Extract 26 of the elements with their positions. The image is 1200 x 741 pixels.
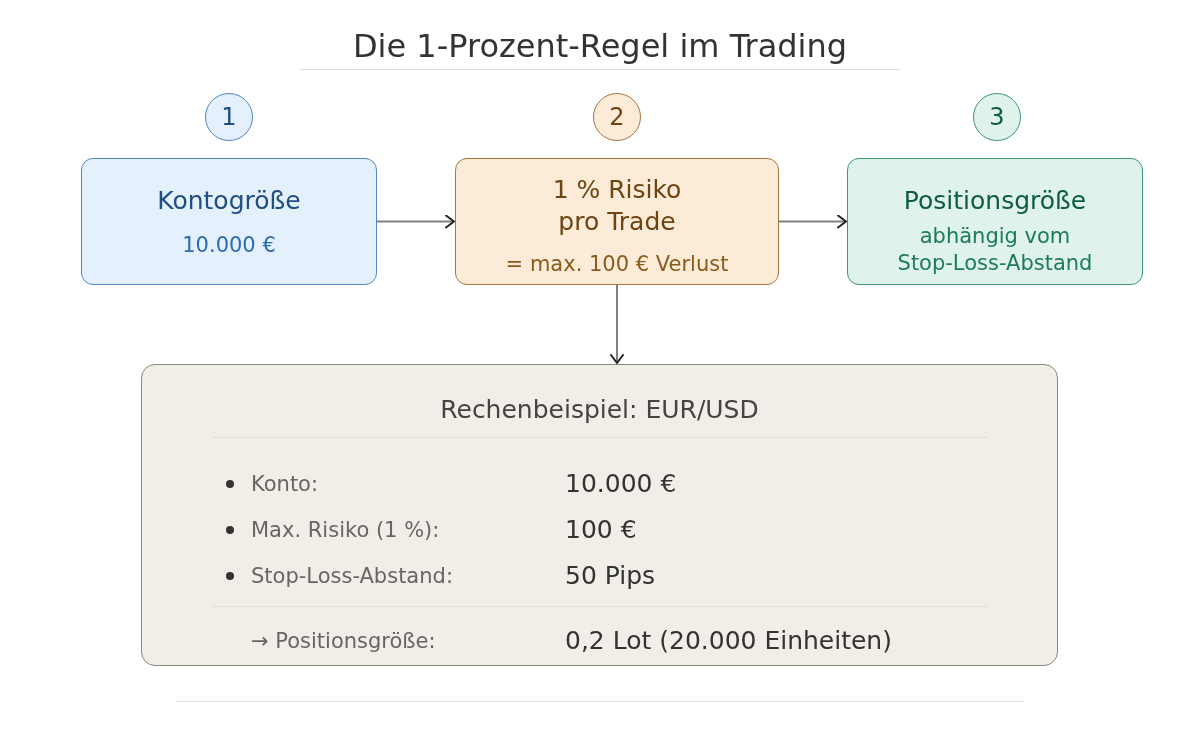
example-panel bbox=[141, 364, 1058, 666]
process-box bbox=[81, 158, 377, 285]
row-label: Stop-Loss-Abstand: bbox=[251, 563, 453, 589]
arrow bbox=[376, 214, 455, 229]
box-note: 10.000 € bbox=[182, 233, 276, 258]
panel-heading: Rechenbeispiel: EUR/USD bbox=[439, 395, 760, 425]
arrow bbox=[778, 214, 847, 229]
step-number: 1 bbox=[205, 93, 253, 141]
box-heading: Kontogröße bbox=[157, 186, 301, 216]
arrow bbox=[610, 284, 624, 364]
diagram-title: Die 1-Prozent-Regel im Trading bbox=[351, 26, 849, 66]
row-value: 0,2 Lot (20.000 Einheiten) bbox=[565, 626, 892, 656]
row-value: 10.000 € bbox=[565, 469, 677, 499]
row-label: Konto: bbox=[251, 471, 319, 497]
box-heading: Positionsgröße bbox=[903, 186, 1087, 216]
row-value: 100 € bbox=[565, 515, 637, 545]
box-note: abhängig vom Stop-Loss-Abstand bbox=[896, 223, 1094, 277]
process-box bbox=[455, 158, 779, 285]
step-number: 3 bbox=[973, 93, 1021, 141]
process-box bbox=[847, 158, 1143, 285]
row-value: 50 Pips bbox=[565, 561, 656, 591]
box-heading: 1 % Risiko pro Trade bbox=[551, 174, 683, 238]
box-note: = max. 100 € Verlust bbox=[505, 252, 729, 277]
row-label: → Positionsgröße: bbox=[251, 628, 436, 654]
step-number: 2 bbox=[593, 93, 641, 141]
row-label: Max. Risiko (1 %): bbox=[251, 517, 440, 543]
